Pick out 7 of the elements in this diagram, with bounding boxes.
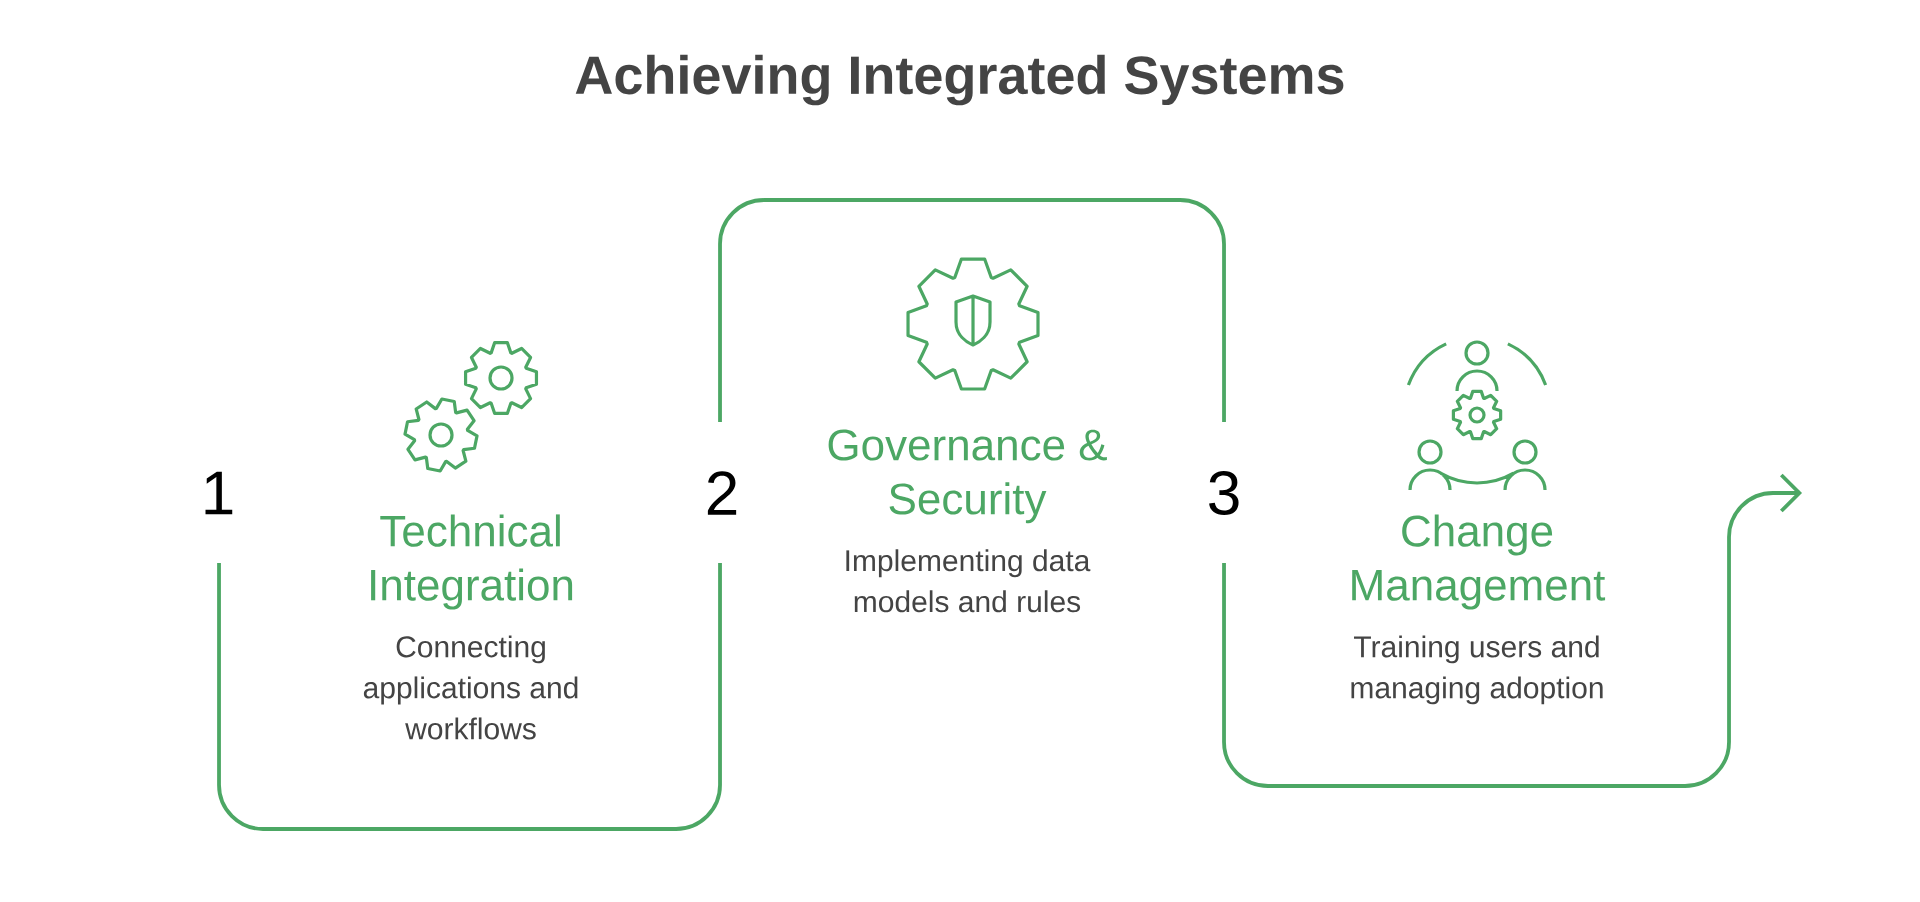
- step-number: 3: [1209, 471, 1239, 515]
- step-text: Technical Integration Connecting applications and workflows: [363, 514, 578, 740]
- step-text: Change Management Training users and managing adoption: [1351, 514, 1606, 705]
- step-number: 2: [707, 471, 737, 515]
- step-number: 1: [205, 471, 233, 515]
- step-text: Governance & Security Implementing data models and rules: [828, 429, 1107, 613]
- title: Achieving Integrated Systems: [575, 54, 1344, 106]
